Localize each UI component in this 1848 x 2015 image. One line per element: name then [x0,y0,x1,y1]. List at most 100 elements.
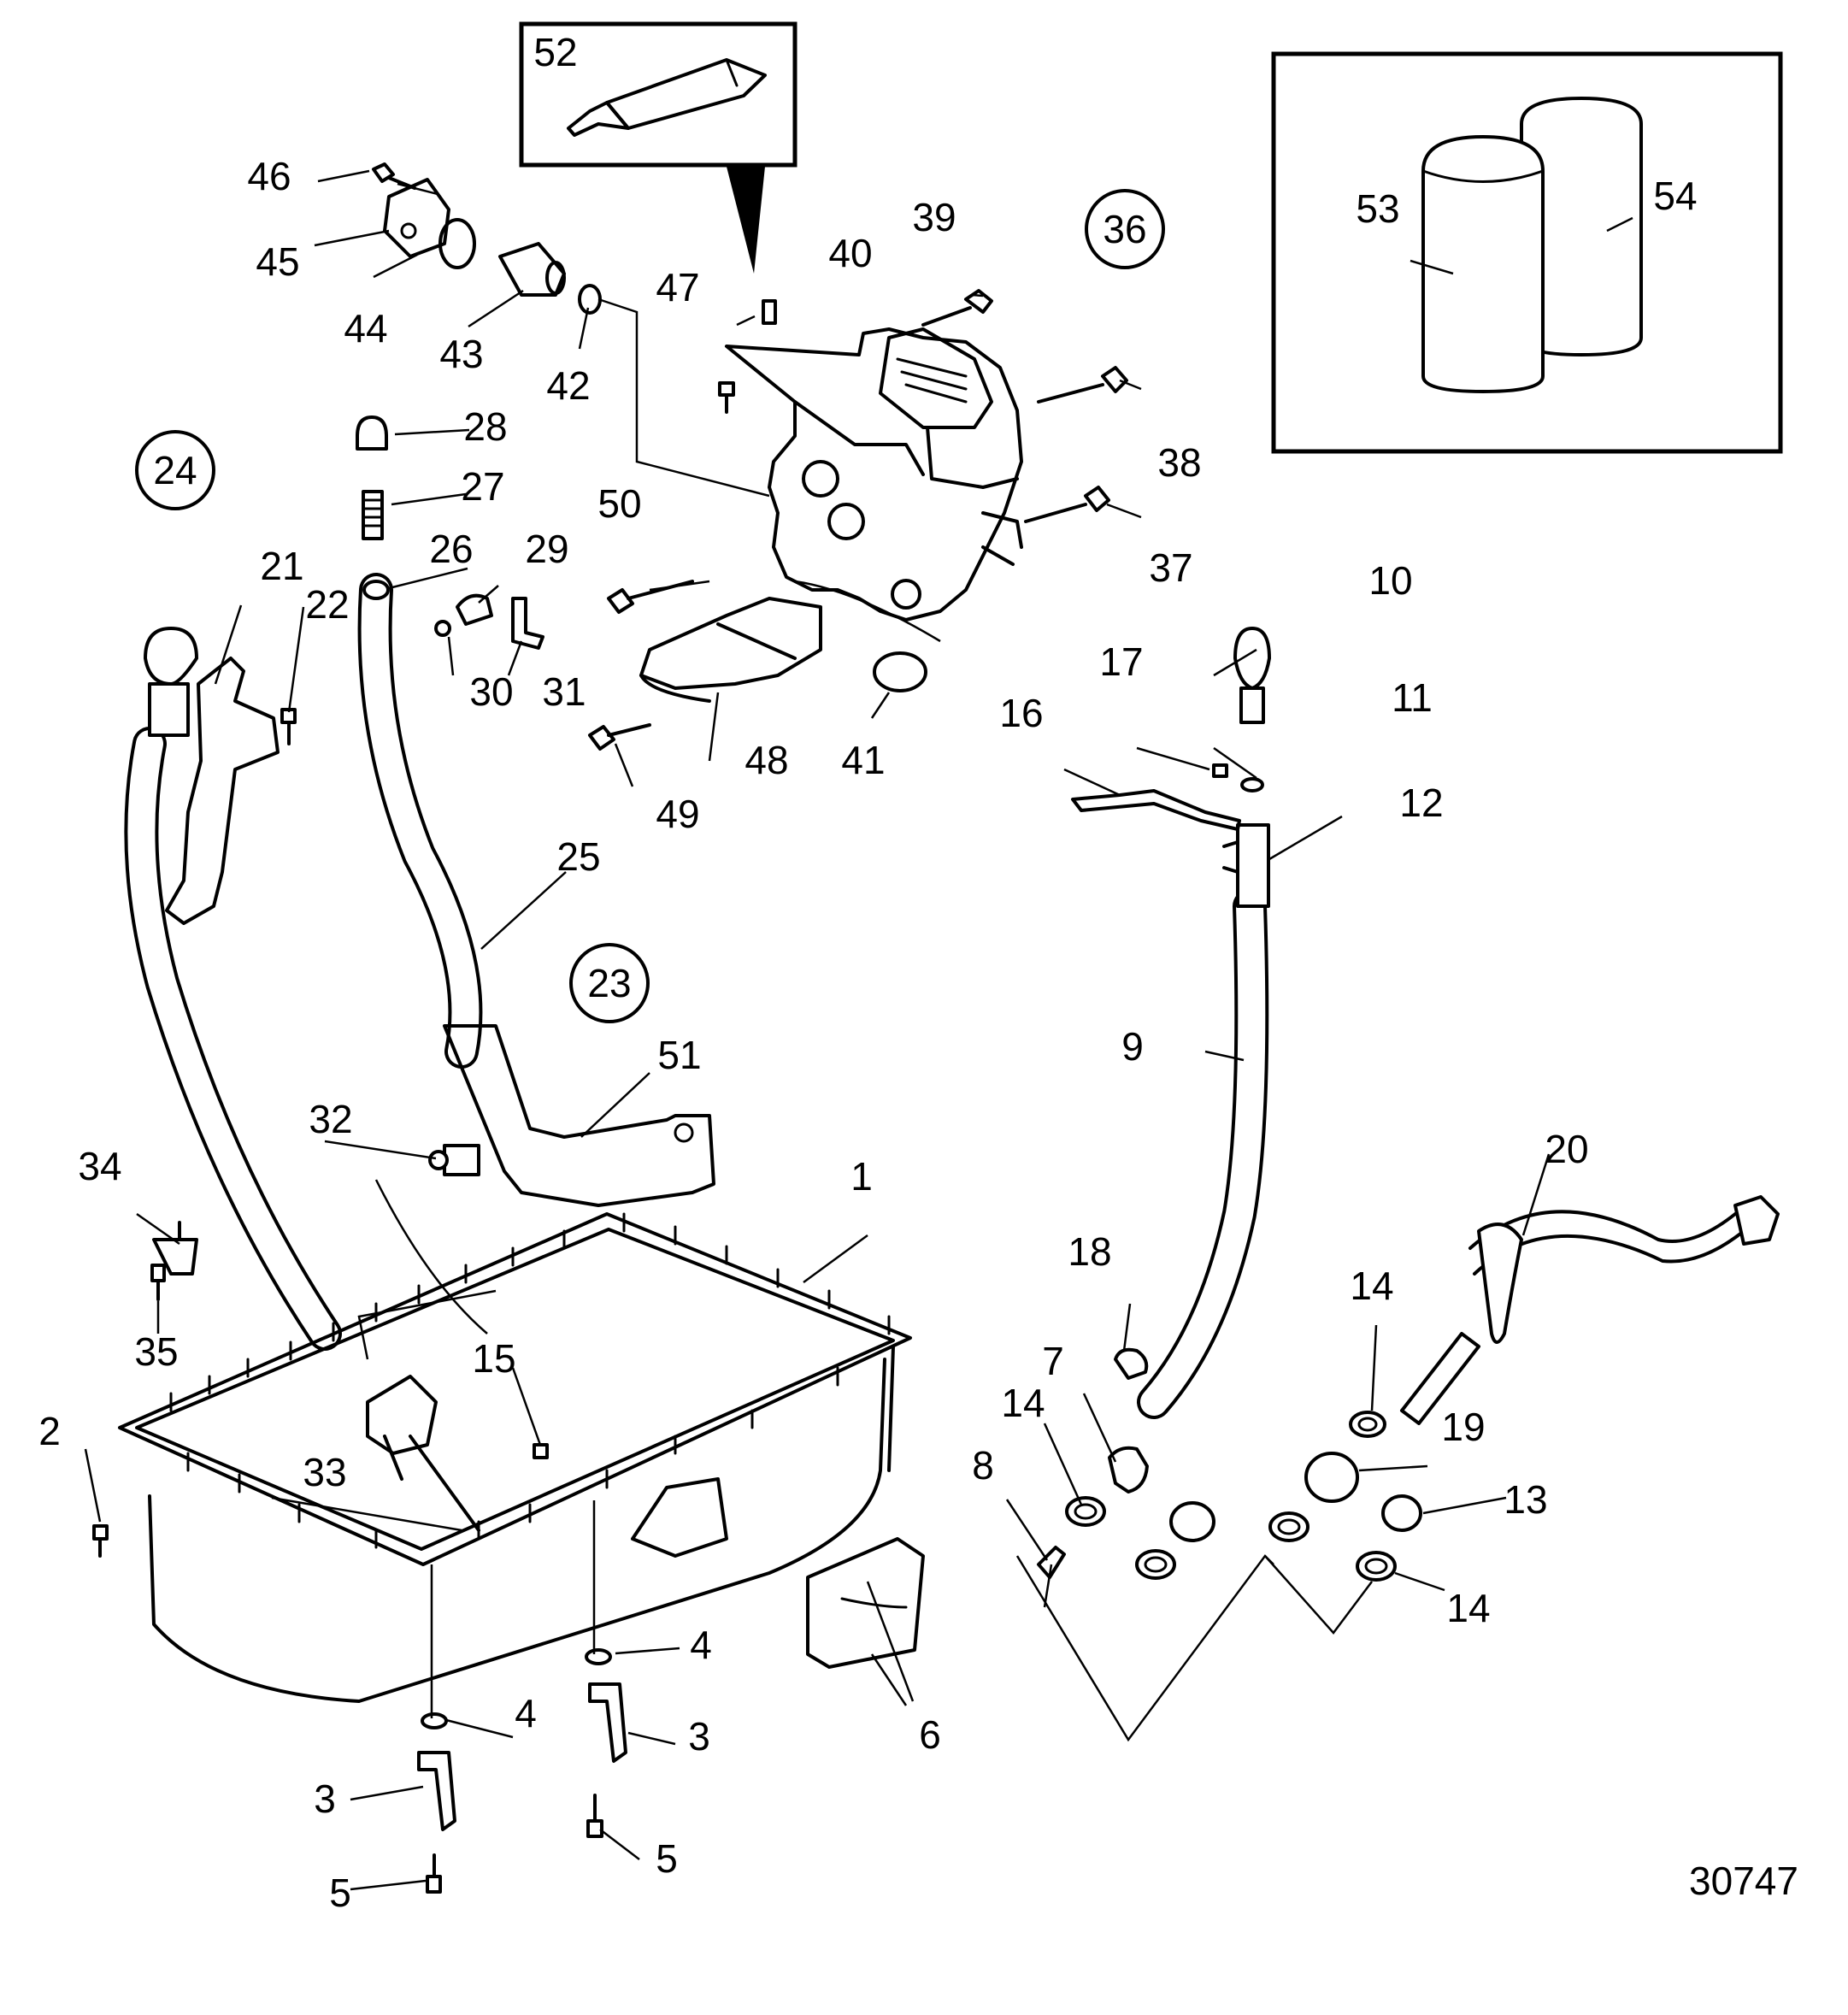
callout-21: 21 [260,544,303,588]
callout-19: 19 [1441,1405,1485,1449]
part-labels: 1 2 3 3 4 4 5 5 30747 6 7 8 9 10 11 12 1… [38,30,1798,1915]
screw-15 [533,1443,549,1459]
oil-filter-54-icon [1520,97,1643,356]
callout-9: 9 [1121,1024,1144,1069]
seal-42 [578,284,602,315]
callout-44: 44 [344,306,387,351]
bolt-5-left [426,1853,442,1894]
washer-4-left [421,1712,448,1729]
hose-left [124,727,342,1351]
bracket-16 [1071,789,1241,831]
callout-8: 8 [972,1443,994,1488]
callout-4-left: 4 [515,1691,537,1735]
callout-32: 32 [309,1097,352,1141]
seal-14-mid [1268,1511,1309,1542]
callout-33: 33 [303,1450,346,1494]
pickup-tube-48 [639,597,822,703]
cap-28 [356,415,388,451]
callout-3-left: 3 [314,1776,336,1821]
callout-25: 25 [556,834,600,879]
callout-22: 22 [305,582,349,627]
bolt-38 [1037,366,1128,404]
relief-valve-43 [498,242,566,297]
plug-13 [1381,1494,1422,1532]
grommet-19 [1304,1452,1359,1503]
callout-4-right: 4 [690,1623,712,1667]
callout-34: 34 [78,1144,121,1188]
grommet-7 [1108,1446,1149,1494]
sealant-inset-frame [519,21,797,168]
callout-2: 2 [38,1409,61,1453]
callout-48: 48 [744,738,788,782]
callout-54: 54 [1653,174,1697,218]
callout-26: 26 [429,527,473,571]
callout-3-right: 3 [688,1714,710,1759]
bolt-5-right [586,1794,603,1838]
hose-25 [357,573,483,1069]
callout-20: 20 [1545,1127,1588,1171]
bolt-49 [588,723,651,751]
clip-29 [456,593,493,626]
o-ring-11 [1240,777,1264,792]
pin-8 [1037,1546,1066,1579]
screw-22 [280,708,297,745]
callout-43: 43 [439,332,483,376]
seal-14-bottom [1356,1551,1397,1582]
seal-ring [1135,1549,1176,1580]
oil-pump-assembly [725,327,1023,622]
fitting-32 [428,1144,480,1176]
callout-31: 31 [542,669,586,714]
callout-51: 51 [657,1033,701,1077]
hose-9 [1137,889,1269,1419]
callout-5-right: 5 [656,1836,678,1881]
bracket-31 [511,597,544,650]
dipstick-handle-10 [1233,627,1271,724]
callout-30: 30 [469,669,513,714]
callout-41: 41 [841,738,885,782]
callout-5-left: 5 [329,1871,351,1915]
sealant-inset-pointer [727,167,765,274]
callout-35: 35 [134,1329,178,1374]
bolt-47 [718,381,735,414]
callout-6: 6 [919,1712,941,1757]
callout-42: 42 [546,363,590,408]
screw-17 [1212,763,1228,778]
callout-11: 11 [1392,675,1433,720]
callout-39: 39 [912,195,956,239]
bolt-35 [150,1264,166,1301]
callout-53: 53 [1356,186,1399,231]
callout-47: 47 [656,265,699,309]
oil-strainer-33 [366,1375,480,1532]
callout-27: 27 [461,464,504,509]
callout-37: 37 [1149,545,1192,590]
o-ring-44 [438,218,476,269]
callout-14-top: 14 [1350,1264,1393,1308]
callout-23: 23 [587,961,631,1005]
tube-guide-12 [1222,823,1270,908]
bolt-50 [607,580,694,614]
cover-6 [806,1537,925,1669]
bracket-51 [443,1024,715,1207]
callout-15: 15 [472,1336,515,1381]
callout-50: 50 [597,481,641,526]
dowel-pin-40 [762,299,777,325]
callout-24: 24 [153,448,197,492]
callout-40: 40 [828,231,872,275]
callout-38: 38 [1157,440,1201,485]
oil-pan-1 [118,1212,912,1703]
callout-28: 28 [463,404,507,449]
bolt-2 [92,1524,109,1558]
callout-10: 10 [1368,558,1412,603]
plug-41 [873,651,927,692]
callout-13: 13 [1504,1477,1547,1522]
bolt-37 [1024,486,1110,523]
figure-number: 30747 [1689,1859,1798,1903]
bracket-21 [144,627,280,925]
callout-16: 16 [999,691,1043,735]
callout-1: 1 [850,1154,873,1199]
plug-grommet [1169,1501,1215,1542]
sealant-tube-icon [567,58,767,137]
oil-filter-53-icon [1421,135,1545,393]
callout-49: 49 [656,792,699,836]
